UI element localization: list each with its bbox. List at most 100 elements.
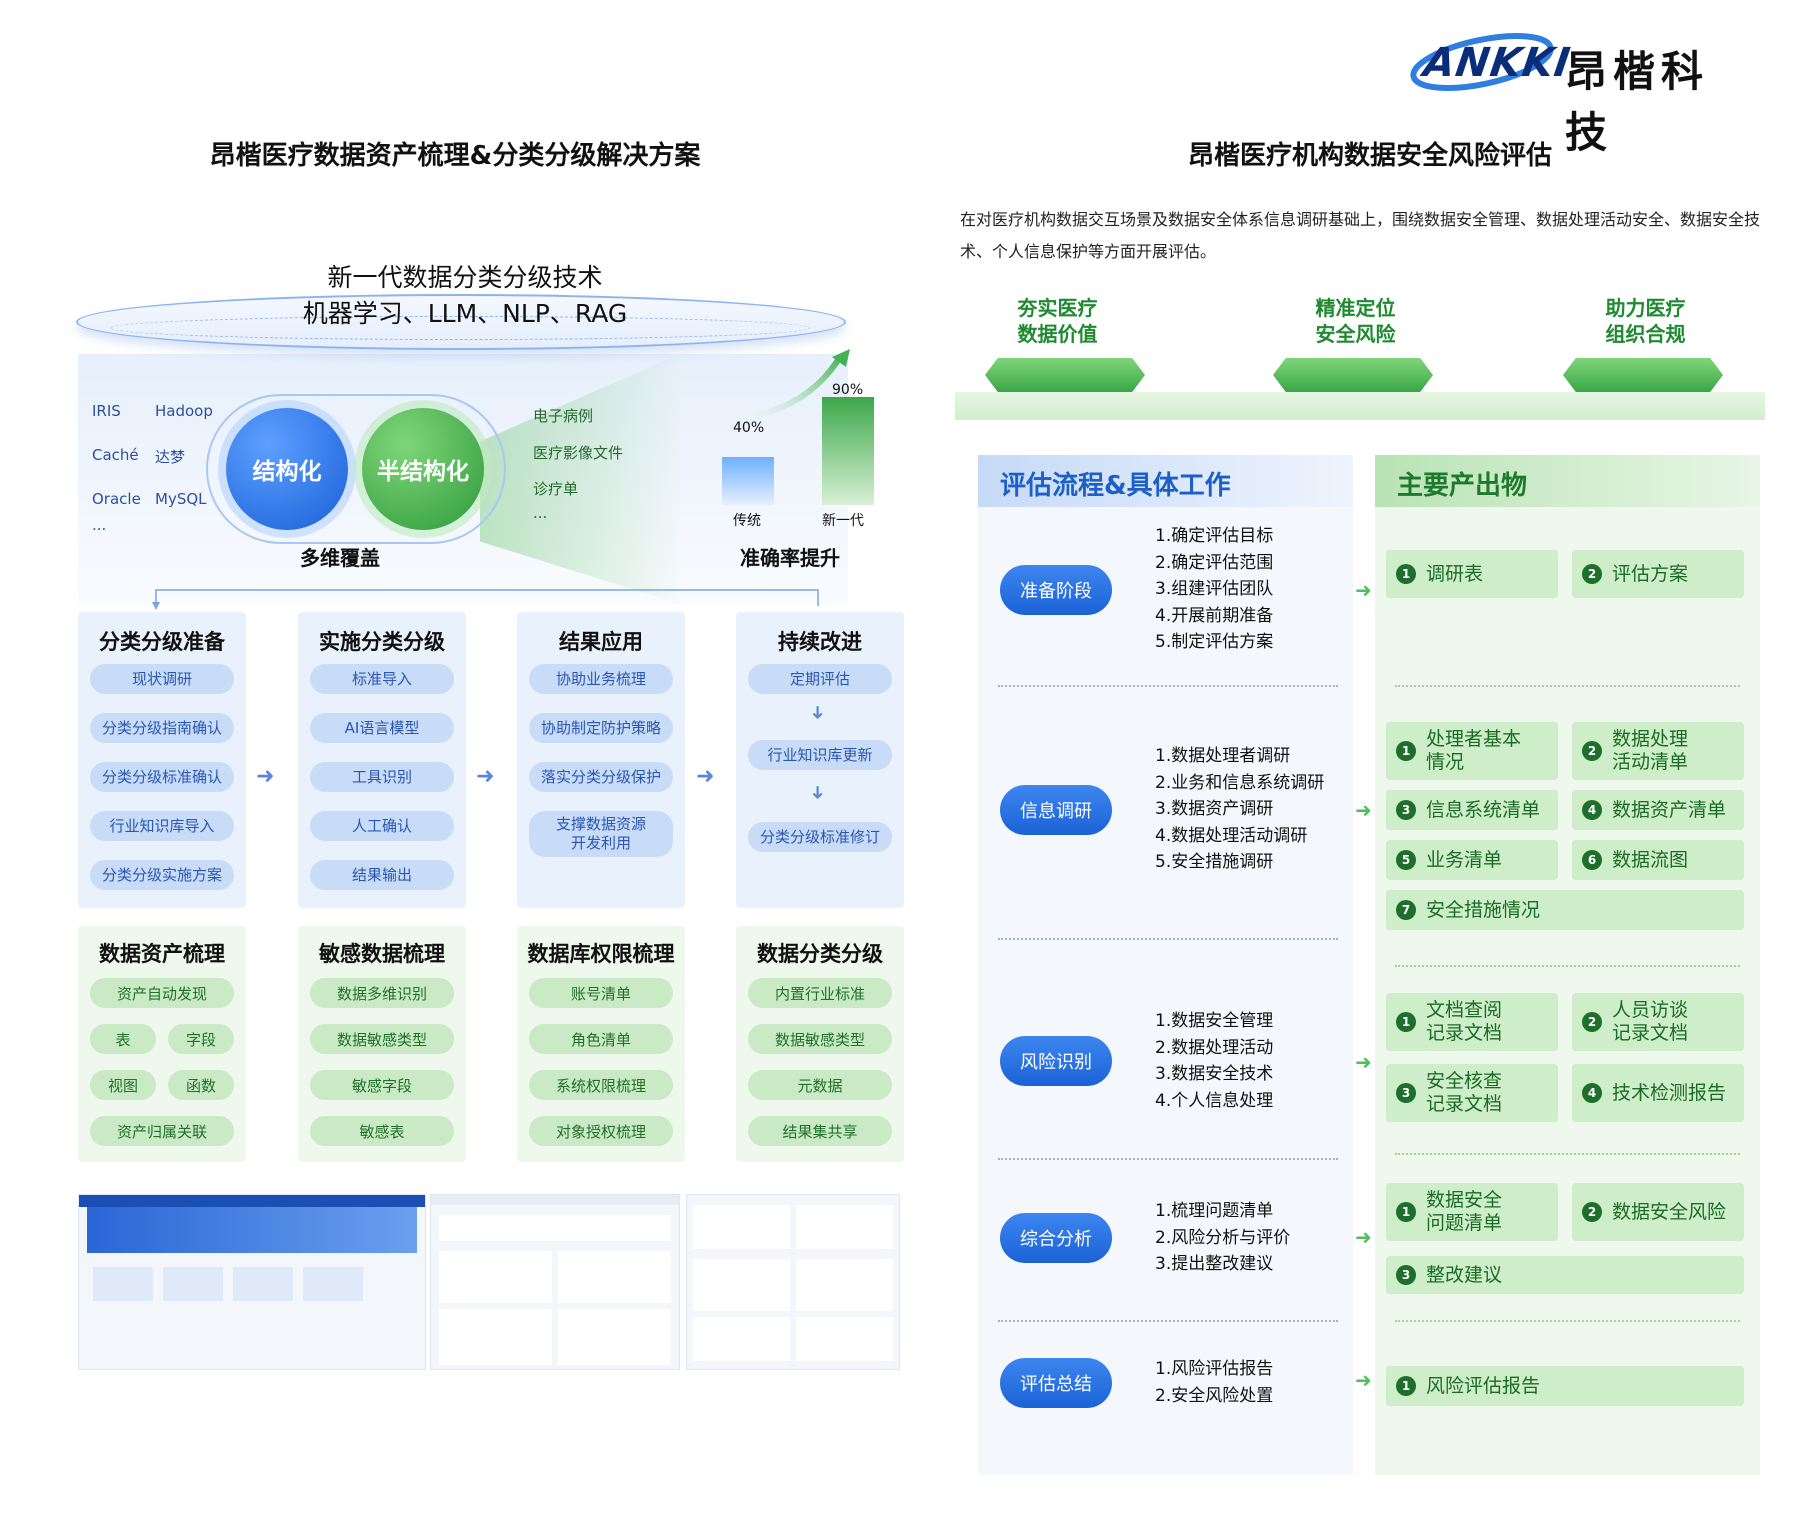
output-text: 整改建议 xyxy=(1426,1263,1503,1286)
output-item: 4 数据资产清单 xyxy=(1572,790,1744,830)
module-item: 对象授权梳理 xyxy=(529,1116,673,1146)
product-screenshot-2 xyxy=(430,1194,680,1370)
product-screenshot-3 xyxy=(686,1194,900,1370)
module-item: 数据敏感类型 xyxy=(748,1024,892,1054)
arrow-right-icon: ➜ xyxy=(1355,578,1372,602)
task: 1.风险评估报告 xyxy=(1155,1359,1274,1379)
step-item: 分类分级指南确认 xyxy=(90,713,234,743)
module-classification: 数据分类分级 内置行业标准 数据敏感类型 元数据 结果集共享 xyxy=(736,926,904,1162)
task: 1.确定评估目标 xyxy=(1155,526,1274,546)
output-text: 风险评估报告 xyxy=(1426,1374,1541,1397)
goal-1-line2: 数据价值 xyxy=(1017,322,1098,346)
stage-analysis: 综合分析 xyxy=(1000,1213,1112,1263)
module-permission: 数据库权限梳理 账号清单 角色清单 系统权限梳理 对象授权梳理 xyxy=(517,926,685,1162)
num-badge: 4 xyxy=(1582,1083,1602,1103)
accuracy-label: 准确率提升 xyxy=(740,546,840,570)
divider xyxy=(998,685,1338,687)
step-item: 分类分级实施方案 xyxy=(90,860,234,890)
ankki-logo: ANKKI 昂楷科技 xyxy=(1410,22,1750,157)
output-text: 数据安全风险 xyxy=(1612,1200,1727,1223)
module-item: 系统权限梳理 xyxy=(529,1070,673,1100)
module-item: 敏感字段 xyxy=(310,1070,454,1100)
num-badge: 4 xyxy=(1582,800,1602,820)
output-text: 安全核查 记录文档 xyxy=(1426,1070,1503,1115)
task: 4.开展前期准备 xyxy=(1155,605,1274,626)
semi-source-treatment: 诊疗单 xyxy=(533,480,579,498)
growth-arrow-icon xyxy=(749,355,843,420)
module-title: 敏感数据梳理 xyxy=(319,942,445,966)
source-iris: IRIS xyxy=(92,402,121,420)
step-item: 行业知识库更新 xyxy=(748,740,892,770)
task: 1.数据安全管理 xyxy=(1155,1011,1274,1031)
module-title: 数据分类分级 xyxy=(757,942,883,966)
step-col-prepare: 分类分级准备 现状调研 分类分级指南确认 分类分级标准确认 行业知识库导入 分类… xyxy=(78,612,246,908)
semi-structured-ball: 半结构化 xyxy=(362,408,484,530)
module-item: 表 xyxy=(90,1024,156,1054)
new-pct: 90% xyxy=(832,382,864,398)
num-badge: 1 xyxy=(1396,564,1416,584)
arrow-down-icon: ➜ xyxy=(807,704,829,721)
task: 4.数据处理活动调研 xyxy=(1155,825,1308,846)
step-item: 行业知识库导入 xyxy=(90,811,234,841)
product-screenshot-1 xyxy=(78,1194,426,1370)
output-text: 人员访谈 记录文档 xyxy=(1612,999,1689,1044)
step-item: 协助制定防护策略 xyxy=(529,713,673,743)
step-col-implement: 实施分类分级 标准导入 AI语言模型 工具识别 人工确认 结果输出 xyxy=(298,612,466,908)
intro-paragraph: 在对医疗机构数据交互场景及数据安全体系信息调研基础上，围绕数据安全管理、数据处理… xyxy=(960,210,1761,261)
num-badge: 2 xyxy=(1582,741,1602,761)
module-item: 结果集共享 xyxy=(748,1116,892,1146)
traditional-pct: 40% xyxy=(733,420,765,436)
module-item: 角色清单 xyxy=(529,1024,673,1054)
task: 3.提出整改建议 xyxy=(1155,1254,1274,1274)
output-text: 数据资产清单 xyxy=(1612,798,1727,821)
module-item: 数据敏感类型 xyxy=(310,1024,454,1054)
divider xyxy=(1395,685,1740,687)
module-item: 资产自动发现 xyxy=(90,978,234,1008)
steps-connector xyxy=(152,589,819,610)
bar-new-generation xyxy=(822,397,874,505)
output-item: 3 安全核查 记录文档 xyxy=(1386,1064,1558,1122)
stage-summary-tasks: 1.风险评估报告 2.安全风险处置 xyxy=(1155,1356,1273,1409)
module-item: 元数据 xyxy=(748,1070,892,1100)
accuracy-chart xyxy=(722,349,874,505)
arrow-right-icon: ➜ xyxy=(476,764,495,789)
module-item: 敏感表 xyxy=(310,1116,454,1146)
divider xyxy=(1395,1320,1740,1322)
task: 2.安全风险处置 xyxy=(1155,1385,1274,1406)
num-badge: 6 xyxy=(1582,850,1602,870)
goals-platform xyxy=(955,392,1765,420)
structured-ball: 结构化 xyxy=(226,408,348,530)
task: 3.数据资产调研 xyxy=(1155,799,1274,819)
stage-research: 信息调研 xyxy=(1000,785,1112,835)
divider xyxy=(1395,965,1740,967)
output-header: 主要产出物 xyxy=(1375,455,1760,507)
task: 3.数据安全技术 xyxy=(1155,1064,1274,1084)
num-badge: 2 xyxy=(1582,564,1602,584)
source-dameng: 达梦 xyxy=(155,448,186,466)
task: 2.风险分析与评价 xyxy=(1155,1227,1291,1248)
stage-summary: 评估总结 xyxy=(1000,1358,1112,1408)
num-badge: 1 xyxy=(1396,1376,1416,1396)
divider xyxy=(998,938,1338,940)
arrow-right-icon: ➜ xyxy=(696,764,715,789)
traditional-label: 传统 xyxy=(733,513,761,529)
num-badge: 3 xyxy=(1396,1083,1416,1103)
new-label: 新一代 xyxy=(822,513,864,529)
goal-2-line1: 精准定位 xyxy=(1315,296,1396,320)
stage-risk-identify: 风险识别 xyxy=(1000,1036,1112,1086)
